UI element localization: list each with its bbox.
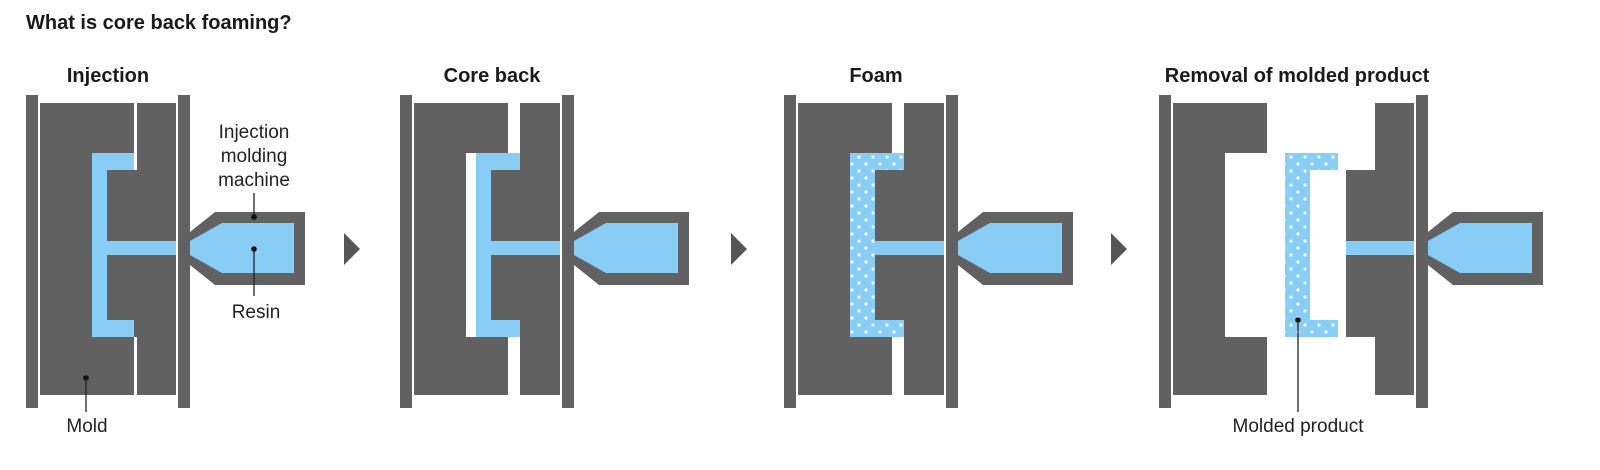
mold-cavity-half-open [1173,103,1267,395]
dot-machine [251,214,257,220]
step-foam: Foam [784,65,1073,408]
resin-part [476,153,560,337]
resin-runner [1346,241,1414,255]
outer-plate-left [1159,95,1171,408]
resin-in-machine [190,223,294,273]
resin-in-machine [1428,223,1532,273]
step-title-removal: Removal of molded product [1165,65,1430,87]
step-injection: Injection Injection molding machine Resi… [26,65,305,437]
outer-plate-right [562,95,574,408]
resin-in-machine [958,223,1062,273]
step-title-injection: Injection [67,65,149,87]
outer-plate-right [1416,95,1428,408]
label-machine-line1: Injection [219,122,290,143]
right-triangle-arrow-icon [1111,233,1127,265]
mold-cavity-half [40,103,134,395]
resin-in-machine [574,223,678,273]
outer-plate-left [784,95,796,408]
label-machine-line2: molding [221,146,288,167]
main-title: What is core back foaming? [26,12,292,34]
step-core-back: Core back [400,65,689,408]
foamed-resin-part [850,153,904,337]
outer-plate-left [400,95,412,408]
resin-runner [875,241,944,255]
resin-part [92,153,176,337]
label-molded-product: Molded product [1233,416,1365,437]
label-resin: Resin [232,302,281,323]
step-title-core-back: Core back [444,65,542,87]
mold-cavity-half [414,103,508,395]
step-removal: Removal of molded product Molded product [1159,65,1543,437]
right-triangle-arrow-icon [344,233,360,265]
label-mold: Mold [66,416,107,437]
step-title-foam: Foam [849,65,902,87]
outer-plate-left [26,95,38,408]
right-triangle-arrow-icon [731,233,747,265]
molded-product [1285,153,1338,337]
mold-core-half-open [1346,103,1414,395]
outer-plate-right [946,95,958,408]
label-machine-line3: machine [218,170,290,191]
mold-cavity-half [798,103,892,395]
outer-plate-right [178,95,190,408]
